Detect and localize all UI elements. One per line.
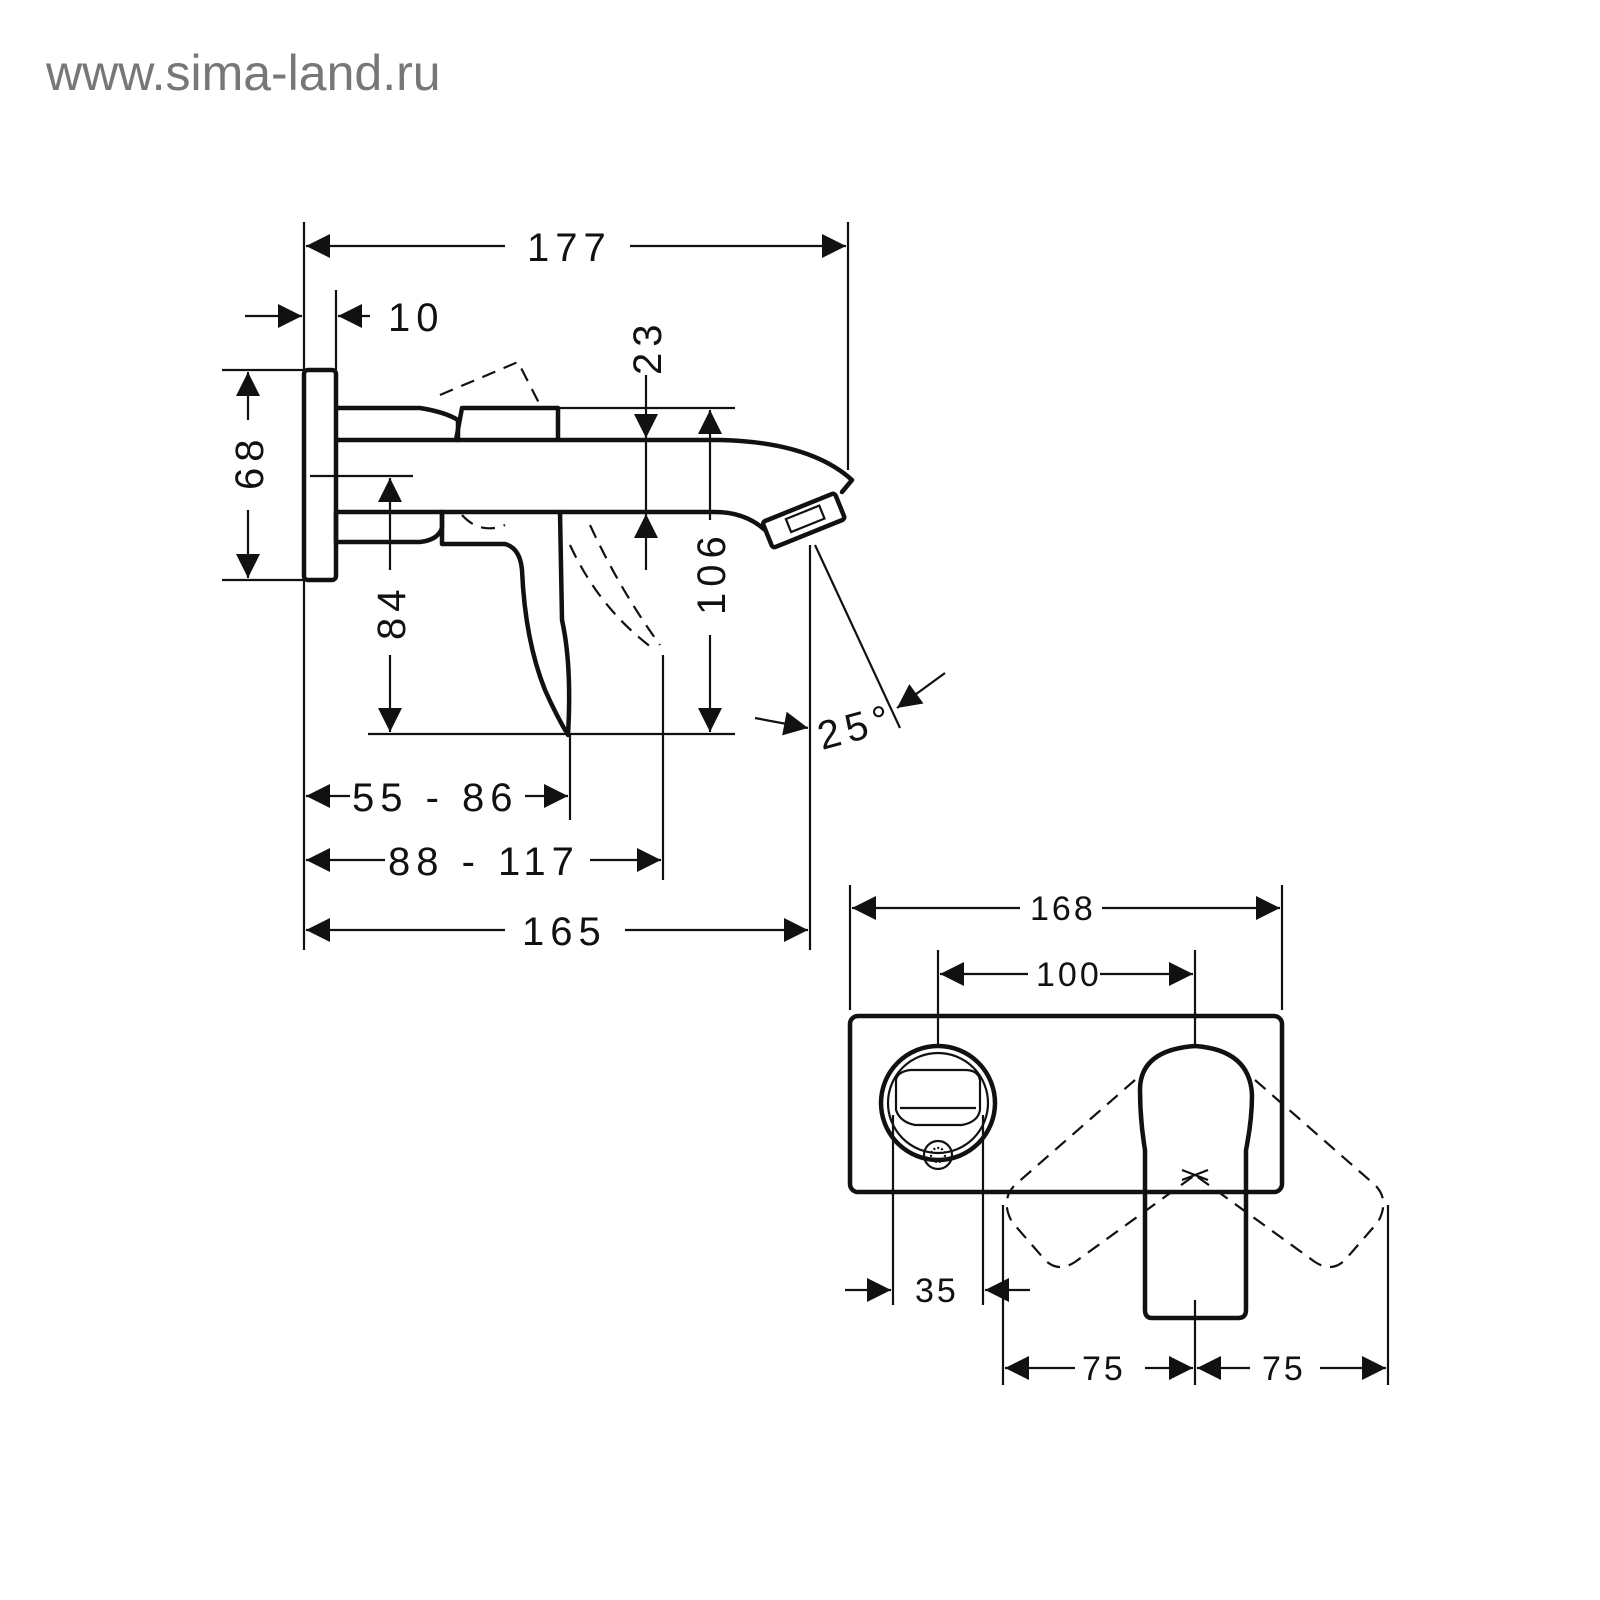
dim-angle-25: 25° <box>813 696 900 759</box>
dim-68: 68 <box>228 434 272 491</box>
dim-23: 23 <box>626 319 670 376</box>
spout <box>333 437 855 495</box>
dim-106: 106 <box>690 530 734 615</box>
front-plate <box>847 1013 1285 1195</box>
lever-handle <box>1137 1043 1255 1321</box>
watermark: www.sima-land.ru <box>45 45 441 101</box>
dim-10: 10 <box>388 296 445 340</box>
dim-84: 84 <box>370 584 414 641</box>
dim-75-right: 75 <box>1262 1350 1306 1388</box>
aerator <box>760 491 847 550</box>
wall-plate <box>301 367 339 583</box>
spout-outlet <box>878 1043 998 1163</box>
dim-88-117: 88 - 117 <box>388 840 580 884</box>
side-view: 177 10 68 23 84 106 25° 55 - 86 88 - 117… <box>222 222 946 954</box>
dim-177: 177 <box>527 226 612 270</box>
lever <box>439 509 572 738</box>
dim-100: 100 <box>1036 956 1102 994</box>
front-view: 168 100 35 75 75 <box>845 885 1390 1388</box>
dim-35: 35 <box>915 1272 959 1310</box>
aerator-front <box>922 1139 954 1171</box>
dim-168: 168 <box>1030 890 1096 928</box>
dim-75-left: 75 <box>1082 1350 1126 1388</box>
dim-165: 165 <box>522 910 607 954</box>
dim-55-86: 55 - 86 <box>352 776 519 820</box>
